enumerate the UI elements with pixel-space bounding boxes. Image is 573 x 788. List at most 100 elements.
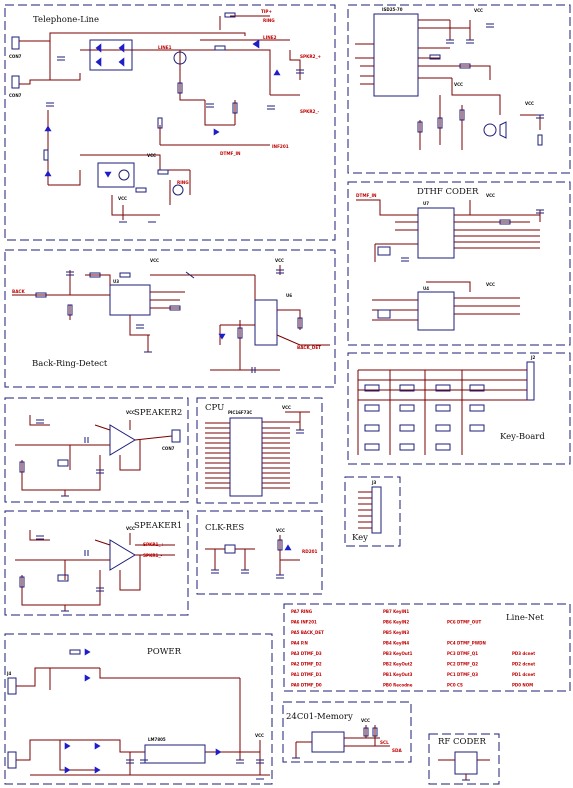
- power-vcc: VCC: [255, 733, 264, 738]
- net-back: BACK: [12, 289, 26, 294]
- transistor-q1-icon: [173, 51, 187, 65]
- line-net-cell: PA4 P.N: [291, 641, 308, 646]
- key-switch-4: [469, 384, 485, 392]
- key-circuit: J3: [358, 480, 382, 534]
- line-net-cell: PB3 KeyOut1: [383, 651, 413, 656]
- net-spkr1-a: SPKR1_+: [143, 542, 165, 547]
- line-net-cell: PA5 BACK_DET: [291, 630, 324, 635]
- line-net-cell: PA6 INF201: [291, 620, 317, 625]
- isd-resistor-r3: [417, 121, 423, 133]
- rf-chip: [454, 751, 478, 775]
- line-net-cell: PB2 KeyOut2: [383, 662, 413, 667]
- optocoupler-u1: [97, 162, 135, 188]
- back-resistor-r3: [89, 272, 101, 278]
- line-net-title: Line-Net: [506, 613, 544, 623]
- line-net-cell: PC6 DTMF_OUT: [447, 620, 481, 625]
- speaker2-circuit: CON7 VCC: [15, 410, 181, 497]
- telephone-line-circuit: CON7 CON7: [9, 9, 322, 223]
- clk-resistor: [277, 539, 283, 551]
- key-switch-14: [399, 443, 415, 451]
- key-switch-12: [469, 424, 485, 432]
- isd-resistor-r1: [429, 54, 441, 60]
- speaker1-title: SPEAKER1: [134, 521, 182, 531]
- resistor-r8: [135, 187, 147, 193]
- zener-d6-icon: [44, 170, 52, 177]
- net-ring-top: RING: [263, 18, 275, 23]
- speaker2-j-label: CON7: [162, 446, 175, 451]
- isd-vcc2: VCC: [474, 8, 483, 13]
- net-ring: RING: [177, 180, 189, 185]
- power-diode-d7-icon: [215, 748, 222, 756]
- net-dtmf-in-2: DTMF_IN: [356, 193, 377, 198]
- back-resistor-r5: [169, 305, 181, 311]
- memory-title: 24C01-Memory: [286, 712, 353, 722]
- net-inf201: INF201: [272, 144, 289, 149]
- isd-label: ISD25-70: [382, 7, 403, 12]
- speaker2-amp-u7: [109, 424, 136, 456]
- dtmf-crystal-2: [377, 309, 391, 319]
- isd-circuit: ISD25-70 VCC VCC VCC: [355, 7, 544, 150]
- speaker1-vcc: VCC: [126, 526, 135, 531]
- resistor-r6: [43, 149, 49, 161]
- bridge-diode-d2-icon: [118, 43, 125, 53]
- telephone-line-title: Telephone-Line: [33, 15, 99, 25]
- speaker2-resistor: [19, 461, 25, 473]
- line-net-cell: PD1 dcnet: [512, 672, 535, 677]
- resistor-r1: [224, 12, 236, 18]
- power-circuit: J4 LM7805 VCC: [6, 648, 270, 780]
- isd-frame: [347, 4, 571, 174]
- transistor-q2-icon: [172, 184, 184, 196]
- power-diode-d1-icon: [84, 648, 91, 656]
- power-frame: [4, 633, 273, 785]
- key-switch-11: [435, 424, 451, 432]
- telephone-line-frame: [4, 4, 336, 241]
- power-connector-j4: [7, 677, 17, 695]
- key-switch-3: [435, 384, 451, 392]
- isd25-chip: [373, 13, 419, 97]
- line-net-cell: PB4 KeyIN4: [383, 641, 409, 646]
- net-spkr1-b: SPKR1_-: [143, 553, 163, 558]
- key-switch-7: [435, 404, 451, 412]
- speaker2-title: SPEAKER2: [134, 408, 182, 418]
- regulator-u1: [144, 744, 206, 764]
- isd-vcc3: VCC: [525, 101, 534, 106]
- u4-label: U4: [423, 286, 429, 291]
- j4-label: J4: [6, 671, 11, 676]
- power-diode-d4-icon: [94, 742, 101, 750]
- bridge-diode-d1-icon: [95, 43, 102, 53]
- memory-chip: [311, 731, 345, 753]
- memory-resistor-1: [363, 727, 369, 737]
- memory-circuit: SCL SDA VCC: [292, 718, 402, 759]
- speaker1-amp-u3: [109, 539, 136, 571]
- power-title: POWER: [147, 647, 182, 657]
- opto-transistor-icon: [118, 169, 130, 181]
- power-resistor: [69, 649, 81, 655]
- resistor-r5: [157, 117, 163, 129]
- net-dtmf-in: DTMF_IN: [220, 151, 241, 156]
- back-ring-title: Back-Ring-Detect: [32, 359, 108, 369]
- bridge-diode-d4-icon: [118, 57, 125, 67]
- back-resistor-r2: [67, 304, 73, 316]
- speaker2-connector-j3: [171, 429, 181, 443]
- key-switch-10: [399, 424, 415, 432]
- line-net-cell: PB1 KeyOut3: [383, 672, 413, 677]
- power-connector-2: [7, 751, 17, 769]
- key-switch-8: [469, 404, 485, 412]
- memory-frame: [282, 701, 412, 763]
- key-switch-5: [364, 404, 380, 412]
- dtmf-chip-u7: [417, 207, 455, 259]
- resistor-r7: [157, 169, 169, 175]
- back-ring-circuit: U3 U6 BACK BACK_DET: [12, 258, 330, 373]
- key-switch-9: [364, 424, 380, 432]
- j5b-label: CON7: [9, 93, 22, 98]
- j5-label: CON7: [9, 54, 22, 59]
- back-resistor-r7: [297, 317, 303, 329]
- zener-d5-icon: [44, 125, 52, 132]
- clk-res-title: CLK-RES: [205, 523, 244, 533]
- key-switch-15: [435, 443, 451, 451]
- net-back-det: BACK_DET: [297, 345, 321, 350]
- line-net-cell: PB5 KeyIN3: [383, 630, 409, 635]
- rectifier-bridge: [89, 39, 133, 71]
- back-vcc: VCC: [150, 258, 159, 263]
- comparator-u3: [109, 284, 151, 316]
